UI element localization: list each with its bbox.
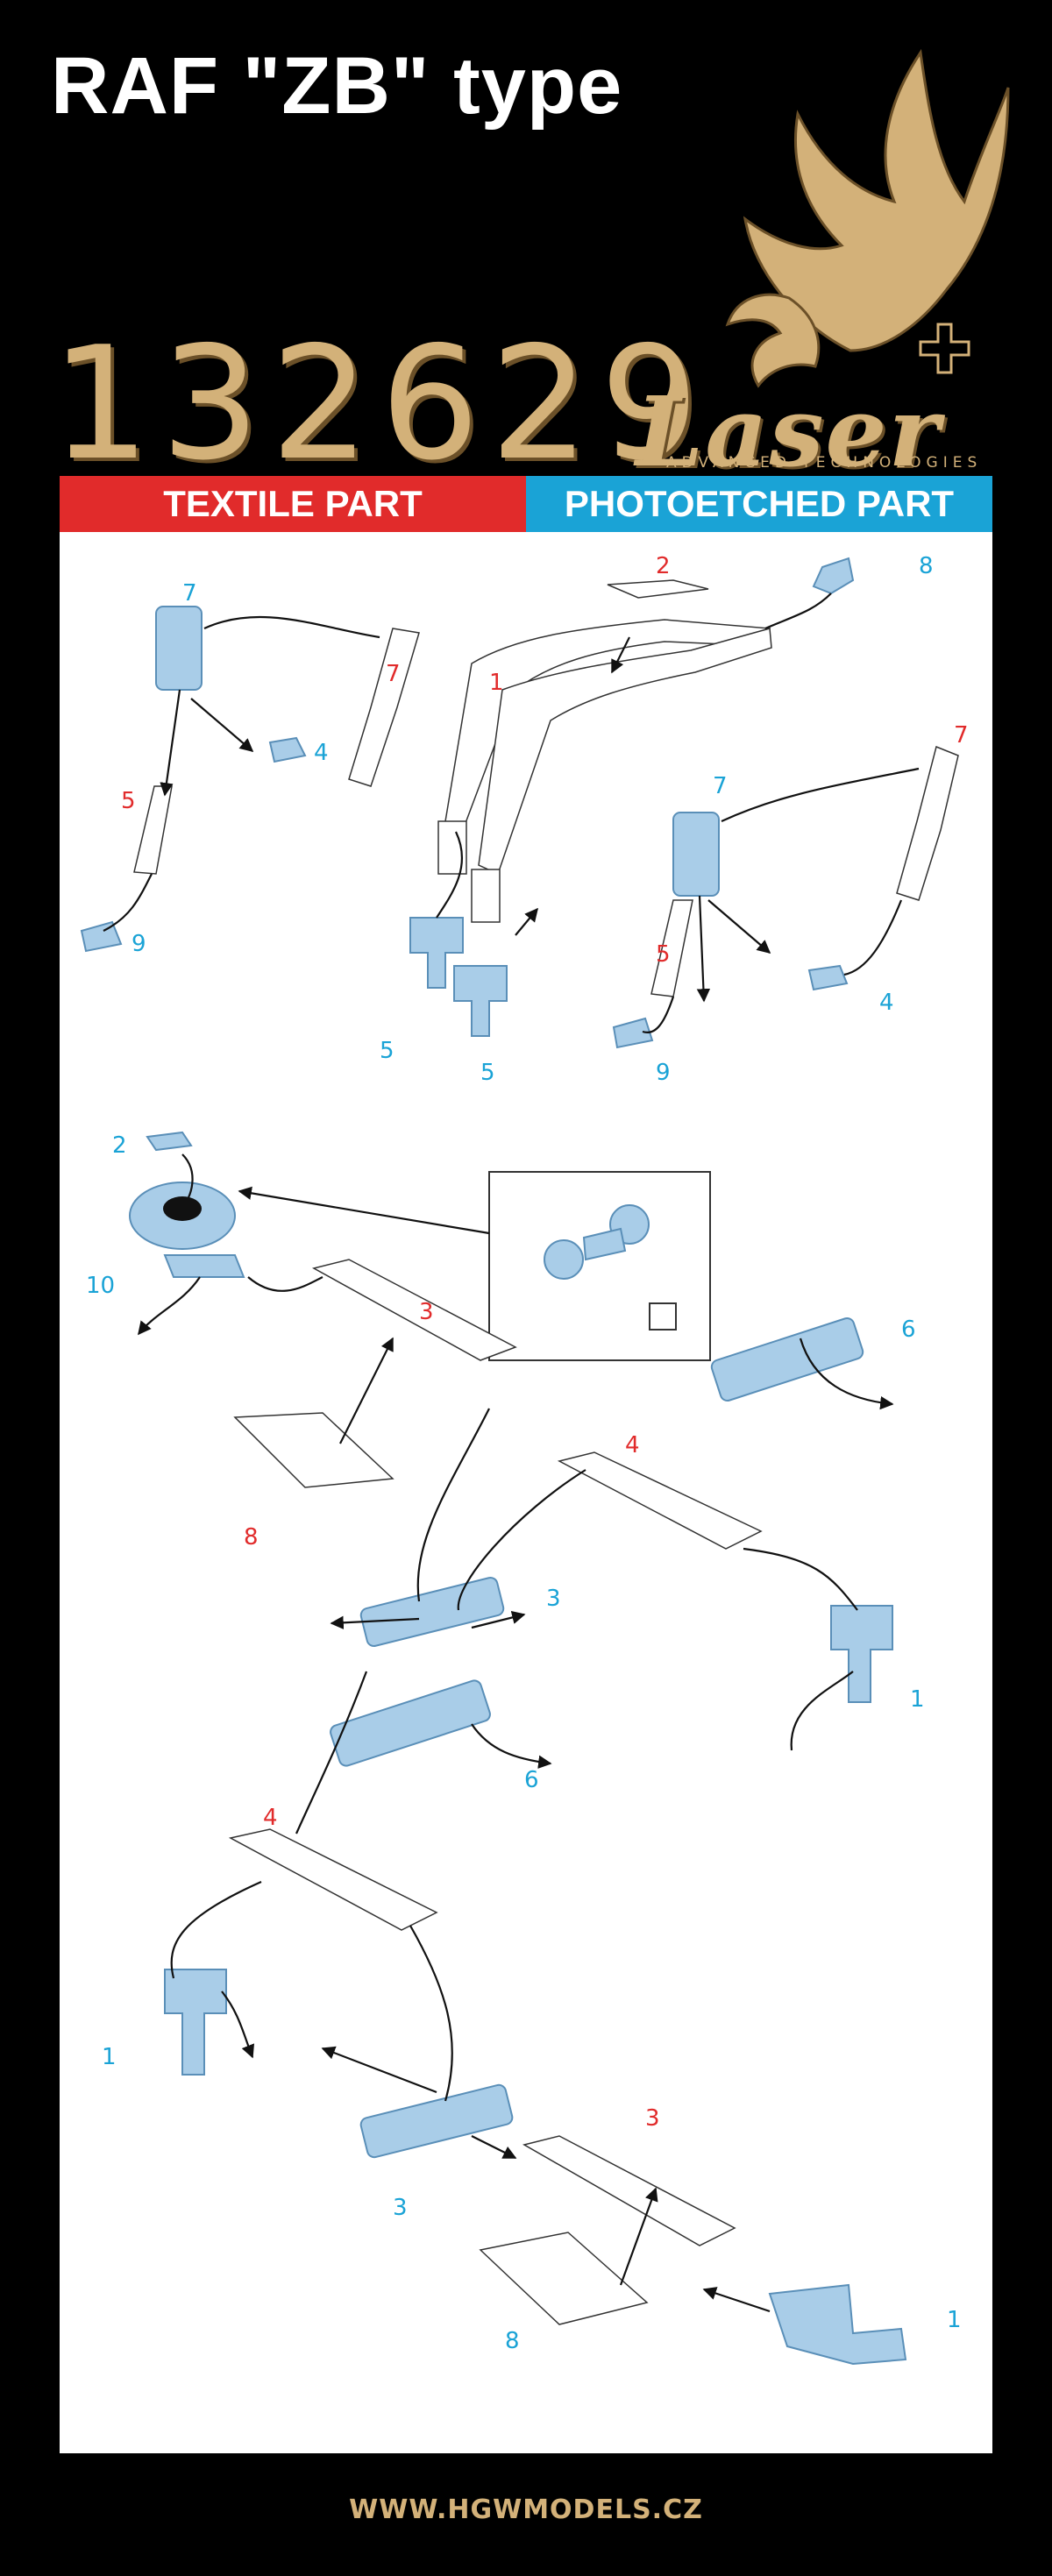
strap-3-upper xyxy=(311,1259,517,1361)
strap-4-lower xyxy=(228,1828,438,1931)
part-number-label: 10 xyxy=(86,1273,115,1299)
anchor-8 xyxy=(812,557,855,595)
tongue-5-b xyxy=(453,965,508,1037)
part-number-label: 8 xyxy=(244,1524,259,1551)
plate-2-top xyxy=(607,579,709,599)
bracket-4-left xyxy=(268,736,307,763)
eagle-emblem-icon xyxy=(725,48,1010,388)
strap-3-lower xyxy=(522,2135,736,2246)
fitting-9-left xyxy=(80,920,123,953)
part-number-label: 9 xyxy=(656,1060,671,1086)
tongue-5-a xyxy=(409,917,464,989)
part-number-label: 1 xyxy=(947,2307,962,2333)
buckle-7-right xyxy=(672,812,720,897)
strap-4-upper xyxy=(557,1451,763,1550)
footer-url[interactable]: WWW.HGWMODELS.CZ xyxy=(349,2494,703,2525)
part-number-label: 2 xyxy=(112,1132,127,1159)
rotate-icon xyxy=(649,1302,677,1331)
textile-legend: TEXTILE PART xyxy=(60,476,526,532)
part-number-label: 7 xyxy=(954,722,969,749)
tongue-1-left xyxy=(164,1969,227,2076)
lever-2 xyxy=(146,1131,193,1152)
part-number-label: 3 xyxy=(645,2105,660,2132)
part-number-label: 2 xyxy=(656,553,671,579)
buckle-3-middle xyxy=(359,1576,505,1648)
tongue-1-right xyxy=(830,1605,893,1703)
product-number: 132629 xyxy=(51,313,710,494)
part-number-label: 3 xyxy=(393,2195,408,2221)
leader-line xyxy=(203,615,380,639)
buckle-3-lower xyxy=(359,2083,514,2159)
part-number-label: 4 xyxy=(263,1805,278,1831)
strap-7-left xyxy=(348,628,420,787)
part-number-label: 8 xyxy=(919,553,934,579)
part-number-label: 7 xyxy=(713,773,728,799)
plate-8-middle xyxy=(233,1412,394,1488)
bracket-4-right xyxy=(807,964,849,991)
detail-inset xyxy=(488,1171,711,1361)
part-number-label: 4 xyxy=(314,740,329,766)
part-number-label: 4 xyxy=(625,1432,640,1458)
fitting-9-right xyxy=(612,1017,654,1049)
plate-8-lower xyxy=(479,2232,649,2325)
part-number-label: 5 xyxy=(656,941,671,968)
laser-logo: Laser xyxy=(636,375,942,488)
strap-7-right xyxy=(896,745,959,901)
part-number-label: 4 xyxy=(879,990,894,1016)
strap-5-left xyxy=(133,785,173,875)
buckle-6-lower xyxy=(330,1679,491,1767)
part-number-label: 1 xyxy=(102,2044,117,2070)
part-number-label: 5 xyxy=(480,1060,495,1086)
part-number-label: 9 xyxy=(132,931,146,957)
instruction-panel: 7 7 5 4 9 1 2 8 5 5 7 7 5 4 9 2 10 3 8 6… xyxy=(60,532,992,2453)
assembly-diagram: 7 7 5 4 9 1 2 8 5 5 7 7 5 4 9 2 10 3 8 6… xyxy=(80,553,969,2366)
part-number-label: 7 xyxy=(182,580,197,607)
part-number-label: 6 xyxy=(901,1316,916,1343)
photoetched-legend: PHOTOETCHED PART xyxy=(526,476,992,532)
shoulder-straps-part xyxy=(437,619,772,923)
laser-logo-subtext: ADVANCED TECHNOLOGIES xyxy=(666,454,983,472)
part-number-label: 3 xyxy=(546,1586,561,1612)
buckle-6-upper xyxy=(710,1316,864,1402)
tongue-1-bottom xyxy=(768,2283,907,2366)
part-number-label: 1 xyxy=(489,670,504,696)
page-title: RAF "ZB" type xyxy=(51,41,623,131)
buckle-7-left xyxy=(155,606,203,691)
part-number-label: 6 xyxy=(524,1767,539,1793)
plate-10 xyxy=(163,1254,245,1278)
part-number-label: 3 xyxy=(419,1299,434,1325)
part-number-label: 5 xyxy=(121,788,136,814)
part-number-label: 5 xyxy=(380,1038,394,1064)
part-number-label: 1 xyxy=(910,1686,925,1713)
part-number-label: 7 xyxy=(386,661,401,687)
part-number-label: 8 xyxy=(505,2328,520,2354)
